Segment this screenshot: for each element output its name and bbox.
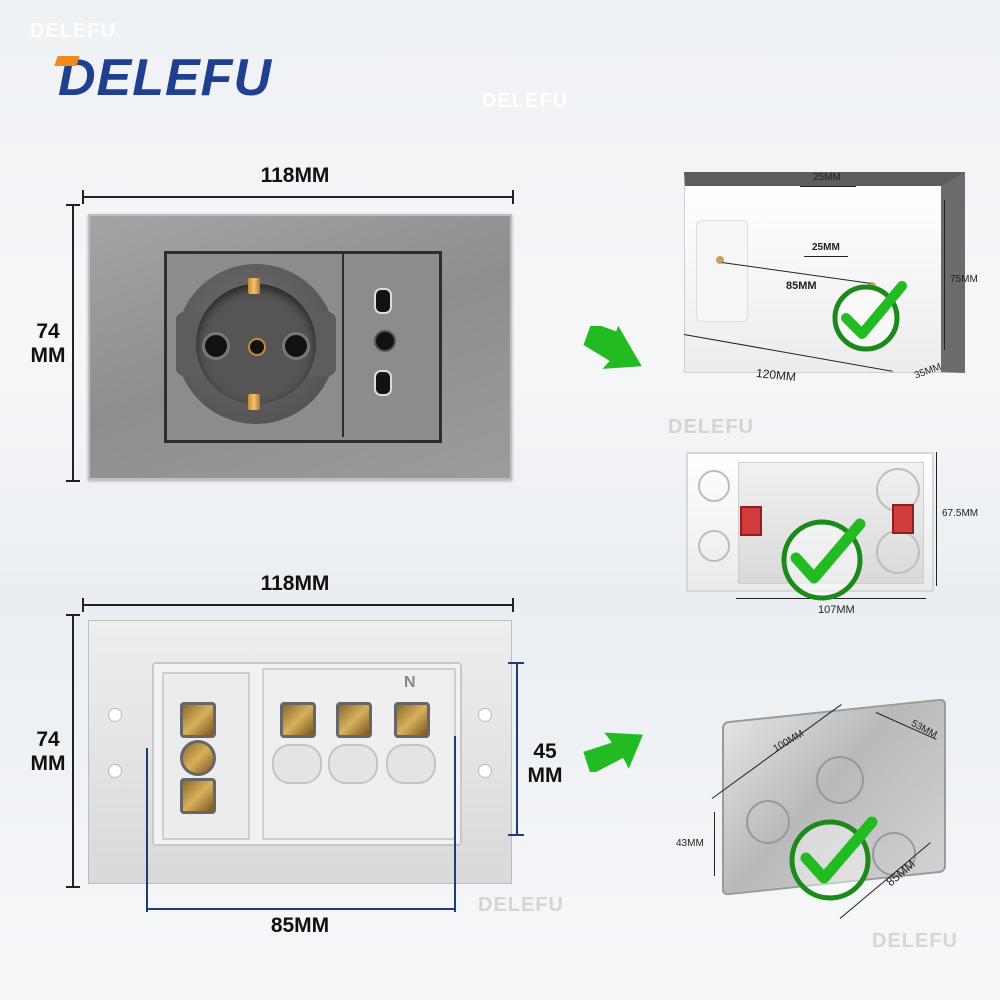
dim-tick	[508, 834, 524, 836]
box3-height-line	[714, 812, 715, 876]
green-arrow-icon	[583, 326, 642, 369]
dim-tick	[66, 480, 80, 482]
check-circle-icon	[789, 816, 878, 901]
dim-tick	[66, 614, 80, 616]
logo-text: DELEFU	[58, 49, 272, 107]
box2-width-label: 107MM	[818, 604, 855, 616]
front-height-value: 74	[36, 320, 60, 343]
mount-hole	[108, 764, 122, 778]
terminal-lever	[272, 744, 322, 784]
front-height-label: 74 MM	[18, 320, 78, 368]
mount-hole	[478, 708, 492, 722]
box2-red-clip-left	[740, 506, 762, 536]
box2-knockout	[876, 530, 920, 574]
box1-inner-slot-line	[804, 256, 848, 257]
terminal-screw	[336, 702, 372, 738]
dim-tick	[512, 598, 514, 612]
back-height-line	[72, 614, 74, 888]
neutral-label: N	[404, 674, 416, 691]
back-height-value: 74	[36, 728, 60, 751]
box1-height-label: 75MM	[950, 274, 978, 285]
watermark: DELEFU	[30, 20, 116, 42]
box2-height-line	[936, 452, 937, 586]
watermark: DELEFU	[872, 930, 958, 952]
box1-top-slot-label: 25MM	[813, 172, 841, 183]
check-circle-icon	[832, 281, 907, 352]
dim-tick	[82, 190, 84, 204]
box3-height-label: 43MM	[676, 838, 704, 849]
mounting-box-120mm	[684, 172, 965, 373]
dim-tick	[508, 662, 524, 664]
front-height-unit: MM	[30, 344, 66, 368]
terminal-screw	[180, 778, 216, 814]
logo-accent	[54, 56, 80, 66]
back-height-label: 74 MM	[18, 728, 78, 776]
terminal-lever	[386, 744, 436, 784]
box1-height-line	[944, 200, 945, 350]
terminal-lever	[328, 744, 378, 784]
earth-clip-bottom	[248, 394, 260, 410]
it-pin-hole-middle	[374, 330, 396, 352]
earth-clip-top	[248, 278, 260, 294]
it-pin-hole-bottom	[374, 370, 392, 396]
terminal-screw	[280, 702, 316, 738]
socket-divider	[342, 254, 344, 437]
mount-hole	[108, 708, 122, 722]
brand-logo: DELEFU	[54, 49, 272, 107]
terminal-screw	[180, 740, 216, 776]
front-width-label: 118MM	[260, 164, 330, 187]
box2-height-label: 67.5MM	[942, 508, 979, 519]
terminal-screw	[394, 702, 430, 738]
front-width-line	[82, 196, 514, 198]
box2-knockout	[698, 470, 730, 502]
watermark: DELEFU	[478, 894, 564, 916]
terminal-screw	[180, 702, 216, 738]
box2-red-clip-right	[892, 504, 914, 534]
green-arrow-icon	[583, 732, 643, 772]
dim-tick	[512, 190, 514, 204]
box1-width-label: 120MM	[755, 365, 797, 385]
box1-inner-slot-label: 25MM	[812, 242, 840, 253]
watermark: DELEFU	[482, 90, 568, 112]
module-width-tick-right	[454, 736, 456, 912]
module-width-label: 85MM	[270, 914, 330, 937]
box1-top-slot-line	[800, 186, 856, 187]
box3-knockout	[816, 756, 864, 804]
dim-tick	[82, 598, 84, 612]
box1-screw-post	[696, 220, 748, 322]
dim-tick	[66, 204, 80, 206]
box3-knockout	[746, 800, 790, 844]
module-width-line	[146, 908, 456, 910]
module-height-line	[516, 662, 518, 836]
dim-tick	[66, 886, 80, 888]
module-height-label: 45 MM	[520, 740, 570, 788]
watermark: DELEFU	[668, 416, 754, 438]
it-pin-hole-top	[374, 288, 392, 314]
box1-screw	[716, 256, 724, 264]
pin-hole-right	[282, 332, 310, 360]
box2-knockout	[698, 530, 730, 562]
module-height-unit: MM	[527, 764, 563, 788]
back-width-label: 118MM	[260, 572, 330, 595]
front-height-line	[72, 204, 74, 482]
back-height-unit: MM	[30, 752, 66, 776]
box1-hole-spacing-label: 85MM	[786, 280, 817, 292]
check-circle-icon	[781, 518, 866, 601]
center-hole	[248, 338, 266, 356]
pin-hole-left	[202, 332, 230, 360]
module-height-value: 45	[533, 740, 557, 763]
module-width-tick-left	[146, 748, 148, 912]
back-width-line	[82, 604, 514, 606]
mount-hole	[478, 764, 492, 778]
